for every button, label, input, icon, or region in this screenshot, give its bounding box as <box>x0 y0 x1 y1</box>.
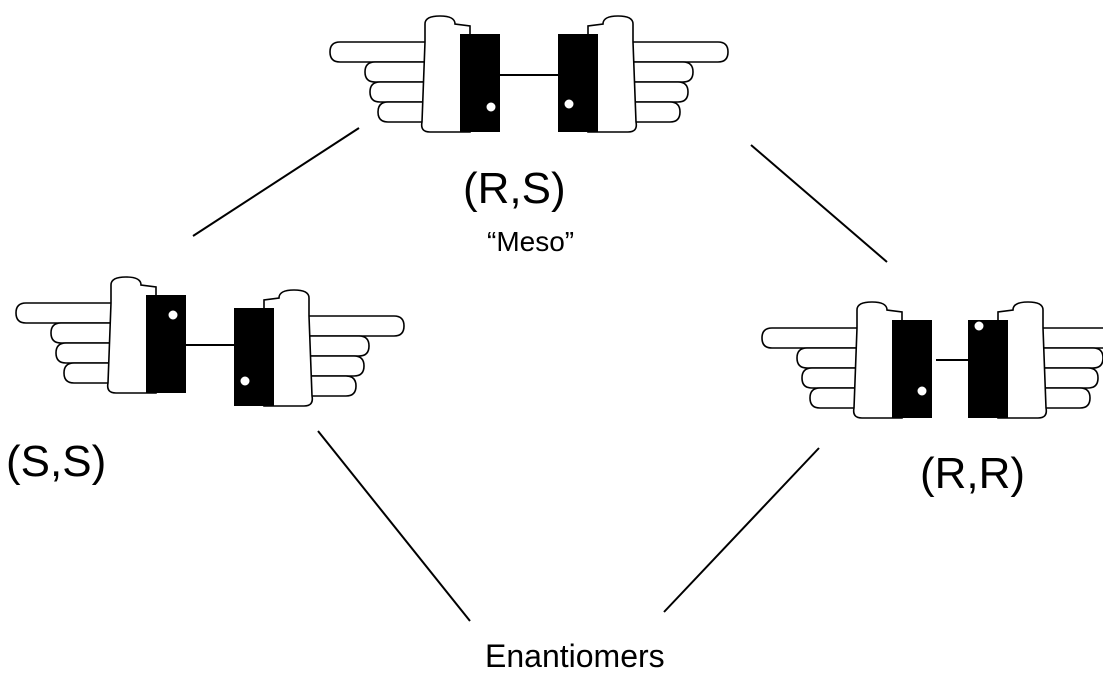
rr-config-label: (R,R) <box>920 449 1025 498</box>
connector-line <box>317 430 471 622</box>
connector-line <box>192 127 360 237</box>
ss-config-label: (S,S) <box>6 437 106 486</box>
meso-molecule <box>329 15 729 133</box>
hand-pointing-right-icon <box>557 15 729 133</box>
meso-config-label: (R,S) <box>463 164 566 213</box>
meso-note-label: “Meso” <box>487 226 574 257</box>
rr-molecule <box>761 301 1103 419</box>
hand-pointing-left-icon <box>761 301 933 419</box>
hand-pointing-left-icon <box>329 15 501 133</box>
hand-pointing-right-icon <box>233 289 405 407</box>
connector-line <box>750 144 888 263</box>
hand-pointing-left-icon <box>15 276 187 394</box>
ss-molecule <box>15 276 405 407</box>
hand-pointing-right-icon <box>967 301 1103 419</box>
enantiomers-label: Enantiomers <box>485 638 665 674</box>
connector-line <box>663 447 820 613</box>
